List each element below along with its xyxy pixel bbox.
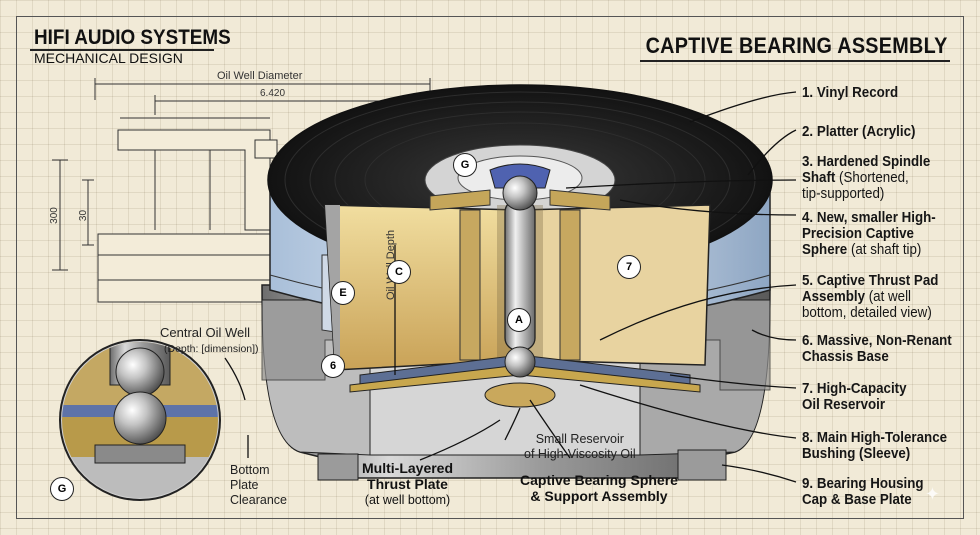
oil-well-diameter-label: Oil Well Diameter: [217, 70, 303, 82]
callout-e: E: [331, 281, 355, 305]
brand-title: HIFI AUDIO SYSTEMS: [34, 26, 231, 49]
bottom-plate-clearance-label: Bottom Plate Clearance: [230, 463, 287, 507]
part-6-label: 6. Massive, Non-Renant Chassis Base: [802, 333, 952, 365]
part-7-label: 7. High-Capacity Oil Reservoir: [802, 381, 907, 413]
part-8-label: 8. Main High-Tolerance Bushing (Sleeve): [802, 430, 948, 462]
callout-6: 6: [321, 354, 345, 378]
diagram-title: CAPTIVE BEARING ASSEMBLY: [645, 33, 948, 58]
callout-g-top: G: [453, 153, 477, 177]
depth-dimension-label: (Depth: [dimension]): [164, 343, 259, 355]
spindle-shaft: [502, 175, 538, 378]
captive-sphere-label: Captive Bearing Sphere & Support Assembl…: [520, 472, 678, 504]
height-30-label: 30: [78, 209, 90, 222]
part-3-label: 3. Hardened Spindle Shaft (Shortened, ti…: [802, 154, 931, 202]
callout-7: 7: [617, 255, 641, 279]
callout-c: C: [387, 260, 411, 284]
title-underline: [640, 60, 950, 62]
drawing-border: [16, 16, 964, 519]
callout-g-bottom: G: [50, 477, 74, 501]
central-oil-well-label: Central Oil Well: [160, 325, 251, 340]
detail-inset: [59, 339, 221, 501]
small-reservoir-label: Small Reservoir of High-Viscosity Oil: [524, 432, 636, 461]
part-5-label: 5. Captive Thrust Pad Assembly (at well …: [802, 273, 939, 321]
header-underline: [30, 49, 214, 51]
side-elevation-drawing: [52, 78, 431, 303]
sparkle-icon: ✦: [924, 484, 940, 504]
part-2-label: 2. Platter (Acrylic): [802, 124, 916, 140]
leader-lines: [224, 91, 797, 483]
callout-a: A: [507, 308, 531, 332]
part-4-label: 4. New, smaller High- Precision Captive …: [802, 210, 936, 258]
part-1-label: 1. Vinyl Record: [802, 85, 899, 101]
height-300-label: 300: [48, 207, 60, 224]
diameter-value: 6.420: [260, 88, 286, 99]
multi-layered-thrust-plate-label: Multi-Layered Thrust Plate (at well bott…: [362, 460, 454, 507]
brand-subtitle: MECHANICAL DESIGN: [34, 50, 183, 66]
part-9-label: 9. Bearing Housing Cap & Base Plate: [802, 476, 924, 508]
